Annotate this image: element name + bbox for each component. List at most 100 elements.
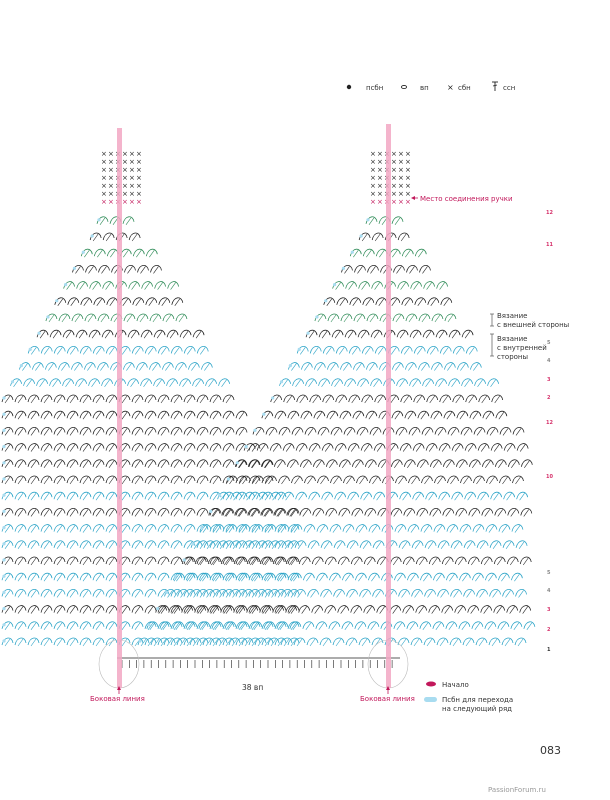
- stitch-mark: [88, 378, 100, 386]
- stitch-mark: [235, 540, 248, 548]
- stitch-mark: [199, 525, 206, 533]
- stitch-mark: [349, 541, 356, 549]
- stitch-mark: [174, 298, 181, 306]
- stitch-mark: [290, 460, 296, 468]
- edge-marker: [253, 428, 257, 432]
- stitch-mark: [27, 459, 40, 467]
- stitch-mark: ×: [370, 150, 376, 158]
- stitch-mark: [276, 572, 289, 581]
- stitch-mark: [82, 509, 89, 517]
- stitch-mark: [56, 574, 63, 582]
- stitch-mark: [439, 638, 446, 647]
- stitch-mark: [417, 410, 430, 419]
- stitch-mark: [1, 637, 14, 646]
- stitch-mark: [91, 379, 97, 387]
- stitch-row: [199, 524, 524, 533]
- edge-marker: [359, 234, 363, 238]
- stitch-row: [137, 637, 527, 647]
- stitch-mark: ×: [370, 174, 376, 182]
- stitch-mark: [377, 347, 384, 355]
- stitch-mark: [426, 346, 439, 354]
- stitch-mark: ×: [129, 198, 135, 206]
- dot-icon: [346, 84, 352, 90]
- stitch-mark: [359, 589, 371, 597]
- stitch-mark: [471, 572, 484, 581]
- stitch-mark: [250, 572, 263, 581]
- stitch-mark: ×: [101, 190, 107, 198]
- edge-marker: [2, 607, 6, 611]
- stitch-mark: [106, 297, 119, 305]
- stitch-mark: [376, 444, 383, 452]
- stitch-mark: [423, 525, 430, 533]
- stitch-mark: [43, 444, 50, 452]
- stitch-mark: [292, 378, 304, 386]
- stitch-mark: [79, 410, 92, 419]
- stitch-mark: [255, 476, 261, 485]
- stitch-mark: [66, 524, 79, 532]
- edge-marker: [156, 607, 160, 611]
- stitch-mark: [43, 638, 50, 647]
- stitch-mark: ×: [405, 158, 411, 166]
- stitch-mark: [17, 638, 24, 647]
- stitch-mark: [4, 460, 11, 468]
- stitch-mark: [343, 363, 349, 371]
- stitch-mark: [468, 395, 474, 404]
- stitch-mark: [321, 443, 334, 451]
- stitch-mark: [440, 541, 447, 549]
- stitch-mark: [135, 362, 148, 370]
- stitch-mark: [82, 412, 89, 420]
- stitch-mark: [52, 331, 59, 339]
- stitch-mark: [218, 638, 225, 647]
- stitch-mark: [502, 540, 515, 548]
- stitch-mark: [125, 217, 132, 225]
- stitch-mark: [95, 444, 102, 452]
- stitch-mark: [215, 637, 228, 646]
- stitch-mark: [274, 491, 287, 500]
- stitch-mark: [299, 395, 305, 404]
- stitch-mark: ×: [398, 190, 404, 198]
- stitch-mark: [63, 281, 76, 289]
- stitch-mark: [515, 589, 527, 597]
- edge-marker: [2, 477, 6, 481]
- stitch-mark: [379, 606, 385, 614]
- stitch-mark: [17, 444, 24, 452]
- stitch-mark: [82, 590, 89, 598]
- stitch-mark: [416, 347, 423, 355]
- stitch-mark: ×: [129, 166, 135, 174]
- stitch-mark: [290, 606, 297, 614]
- stitch-mark: [400, 282, 406, 290]
- stitch-mark: [460, 363, 466, 371]
- stitch-mark: [218, 378, 230, 386]
- stitch-mark: [425, 379, 431, 387]
- stitch-mark: [363, 605, 376, 613]
- stitch-mark: ×: [405, 166, 411, 174]
- stitch-mark: [238, 524, 251, 532]
- stitch-mark: [131, 282, 137, 290]
- stitch-mark: [121, 525, 128, 533]
- stitch-mark: [336, 541, 343, 549]
- edge-marker: [2, 461, 6, 465]
- stitch-mark: [255, 540, 268, 548]
- stitch-mark: [17, 525, 24, 533]
- stitch-mark: [212, 638, 219, 647]
- stitch-mark: [199, 557, 206, 566]
- oval-icon: [401, 84, 407, 90]
- row-number: 12: [546, 420, 553, 426]
- stitch-mark: [199, 541, 206, 549]
- stitch-mark: [350, 493, 356, 501]
- stitch-mark: [27, 556, 40, 565]
- stitch-mark: [437, 428, 444, 436]
- stitch-mark: [366, 250, 372, 258]
- stitch-mark: [263, 621, 276, 629]
- edge-marker: [2, 590, 6, 595]
- stitch-mark: [166, 638, 173, 647]
- stitch-mark: [233, 493, 239, 501]
- stitch-mark: [183, 346, 196, 354]
- stitch-mark: [308, 379, 314, 387]
- stitch-mark: [79, 475, 92, 484]
- stitch-mark: ×: [101, 158, 107, 166]
- stitch-mark: [40, 621, 53, 629]
- stitch-mark: [27, 589, 40, 597]
- stitch-mark: [340, 557, 347, 566]
- edge-marker: [2, 509, 6, 513]
